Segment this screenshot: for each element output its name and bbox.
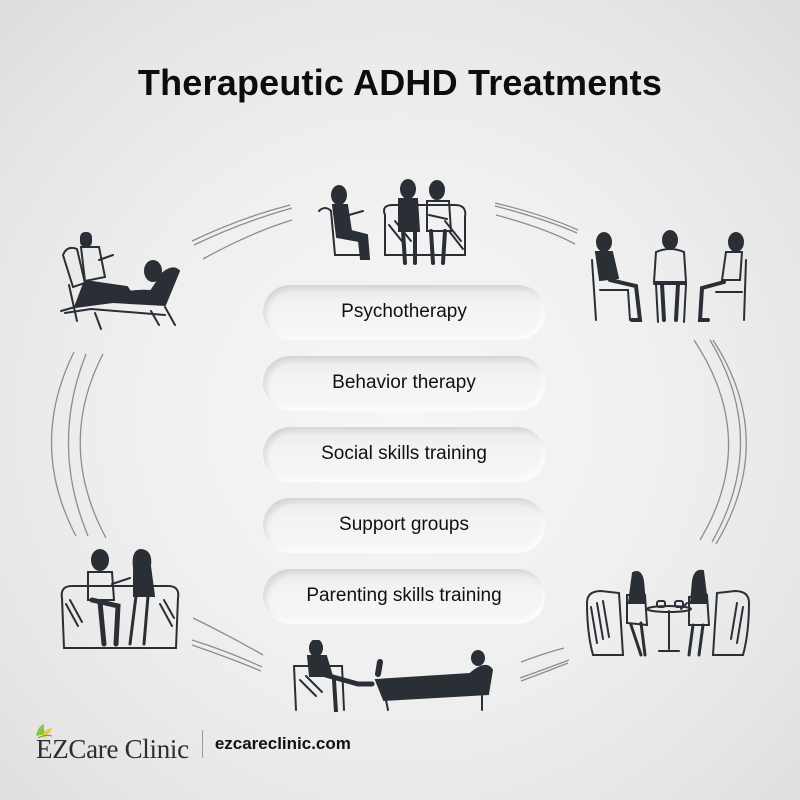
brand-name: EZCare Clinic	[36, 733, 189, 764]
illustration-couple-therapy	[318, 179, 467, 265]
leaf-icon	[36, 723, 53, 738]
treatment-parenting-skills-training[interactable]: Parenting skills training	[263, 569, 545, 623]
footer: EZCare Clinic ezcareclinic.com	[34, 722, 351, 766]
treatment-support-groups[interactable]: Support groups	[263, 498, 545, 552]
illustration-lounge-chair-therapy	[60, 232, 181, 330]
website-link[interactable]: ezcareclinic.com	[214, 734, 351, 753]
footer-divider	[201, 730, 203, 758]
illustration-couch-therapy	[293, 640, 494, 712]
treatment-behavior-therapy[interactable]: Behavior therapy	[263, 356, 545, 410]
illustration-couple-sofa	[60, 548, 180, 649]
treatment-psychotherapy[interactable]: Psychotherapy	[263, 285, 545, 339]
illustration-cafe-conversation	[585, 569, 751, 657]
treatment-social-skills-training[interactable]: Social skills training	[263, 427, 545, 481]
page-title: Therapeutic ADHD Treatments	[137, 62, 663, 103]
brand-logo[interactable]: EZCare Clinic	[34, 723, 189, 765]
illustration-group-chairs	[591, 230, 747, 323]
